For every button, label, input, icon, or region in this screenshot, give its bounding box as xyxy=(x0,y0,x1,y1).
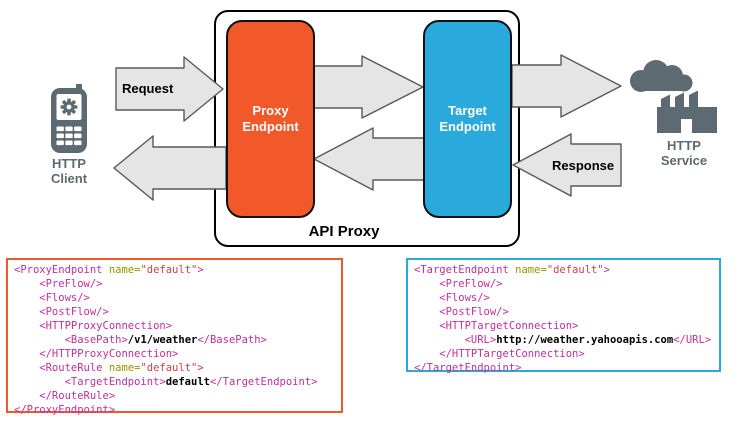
http-service-label: HTTP Service xyxy=(660,138,708,168)
code-line: </ProxyEndpoint> xyxy=(14,404,116,416)
cloud-factory-icon xyxy=(630,60,717,133)
code-line: <ProxyEndpoint name="default"> xyxy=(14,264,204,276)
code-line: <RouteRule name="default"> xyxy=(14,362,204,374)
proxy-endpoint-label: Proxy Endpoint xyxy=(242,103,299,134)
code-line: <TargetEndpoint name="default"> xyxy=(414,264,610,276)
target-to-proxy-arrow xyxy=(313,127,425,191)
target-endpoint-box: Target Endpoint xyxy=(423,20,512,218)
response-arrow xyxy=(512,133,622,197)
mobile-phone-icon xyxy=(51,84,87,153)
target-endpoint-label: Target Endpoint xyxy=(439,103,496,134)
response-label: Response xyxy=(552,158,615,173)
code-line: <Flows/> xyxy=(14,292,90,304)
target-endpoint-code-block: <TargetEndpoint name="default"> <PreFlow… xyxy=(406,258,721,374)
proxy-endpoint-box: Proxy Endpoint xyxy=(226,20,315,218)
code-line: <PostFlow/> xyxy=(414,306,509,318)
code-line: </HTTPTargetConnection> xyxy=(414,348,585,360)
code-line: <URL>http://weather.yahooapis.com</URL> xyxy=(414,334,712,346)
code-line: <HTTPProxyConnection> xyxy=(14,320,173,332)
code-line: <BasePath>/v1/weather</BasePath> xyxy=(14,334,267,346)
code-line: </RouteRule> xyxy=(14,390,116,402)
code-line: <PostFlow/> xyxy=(14,306,109,318)
code-line: <Flows/> xyxy=(414,292,490,304)
api-proxy-label: API Proxy xyxy=(308,223,380,240)
target-to-service-arrow xyxy=(511,54,622,118)
proxy-to-target-arrow xyxy=(313,55,424,119)
code-line: <TargetEndpoint>default</TargetEndpoint> xyxy=(14,376,318,388)
proxy-endpoint-code-block: <ProxyEndpoint name="default"> <PreFlow/… xyxy=(6,258,343,416)
request-arrow xyxy=(115,56,224,122)
code-line: <PreFlow/> xyxy=(14,278,103,290)
request-label: Request xyxy=(122,81,174,96)
proxy-to-client-arrow xyxy=(113,135,227,201)
code-line: </HTTPProxyConnection> xyxy=(14,348,179,360)
code-line: <HTTPTargetConnection> xyxy=(414,320,579,332)
code-line: </TargetEndpoint> xyxy=(414,362,522,374)
http-client-label: HTTP Client xyxy=(50,156,88,186)
code-line: <PreFlow/> xyxy=(414,278,503,290)
